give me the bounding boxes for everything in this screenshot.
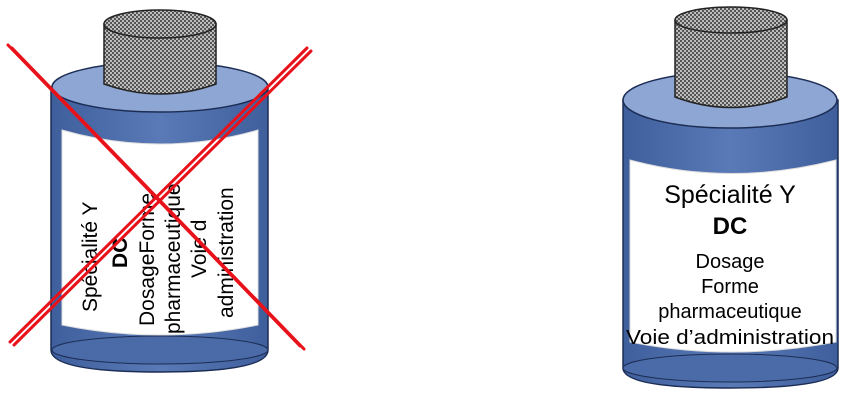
- vial-left-cap: [104, 10, 216, 94]
- left-line-6: administration: [215, 187, 238, 318]
- vial-left: Spécialité Y DC DosageForme pharmaceutiq…: [8, 10, 311, 372]
- vial-left-base: [52, 336, 268, 364]
- right-line-6: Voie d’administration: [626, 327, 834, 349]
- vial-right-base: [623, 354, 837, 382]
- right-line-5: pharmaceutique: [658, 301, 801, 323]
- right-line-4: Forme: [701, 276, 759, 298]
- vial-right-cap: [675, 7, 787, 108]
- left-line-1: Spécialité Y: [79, 201, 102, 312]
- right-line-3: Dosage: [696, 251, 765, 273]
- right-line-1: Spécialité Y: [664, 181, 796, 209]
- vial-right: Spécialité Y DC Dosage Forme pharmaceuti…: [623, 7, 838, 388]
- right-line-2: DC: [713, 213, 748, 240]
